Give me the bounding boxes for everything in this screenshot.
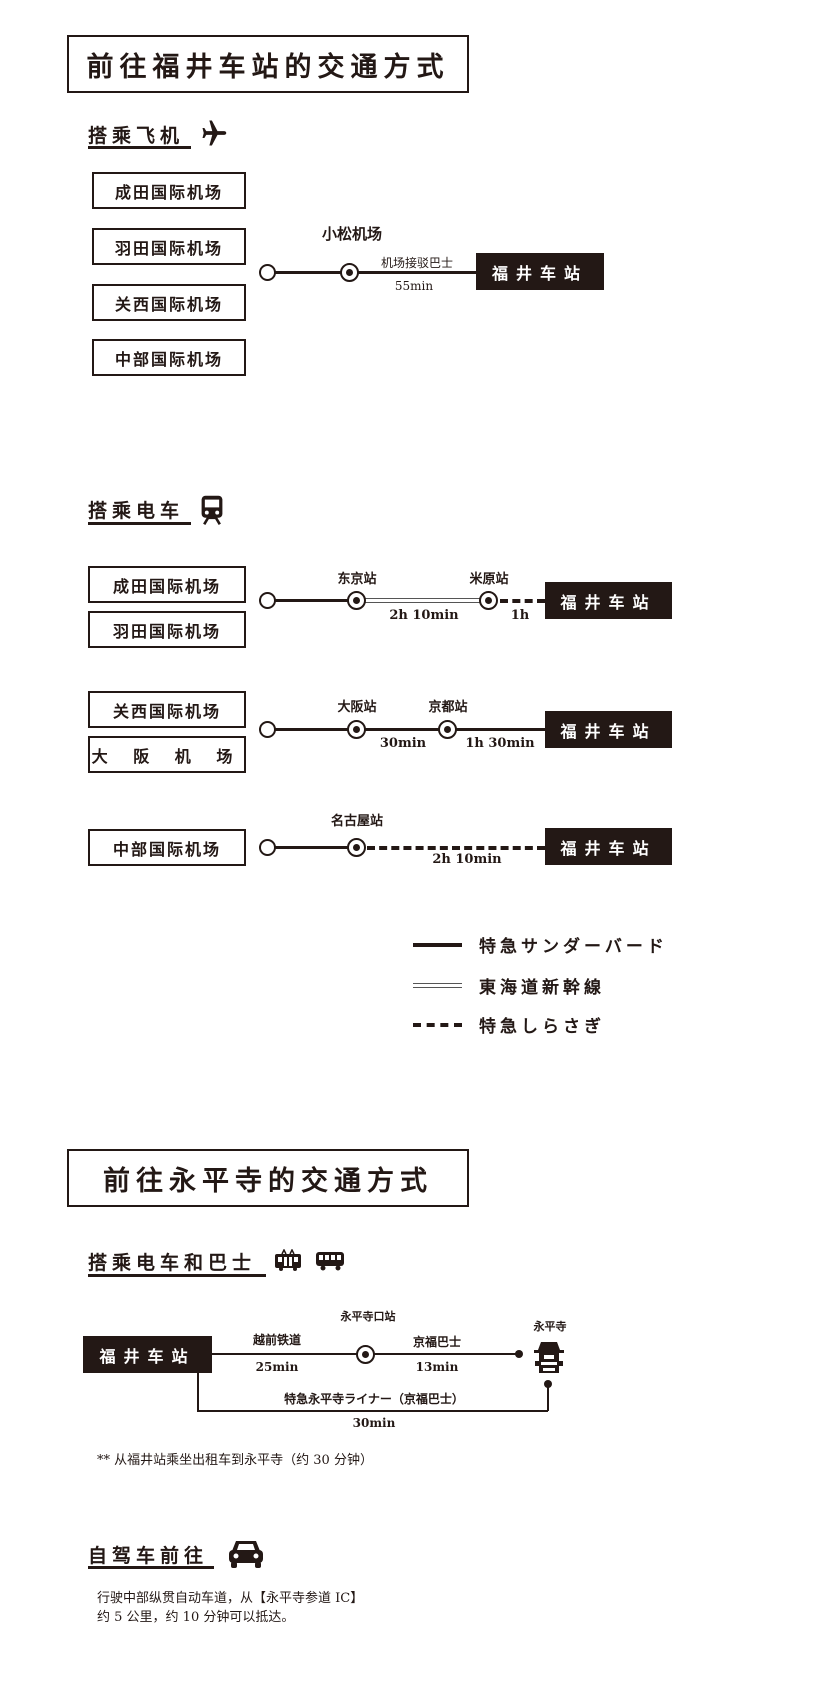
duration-label: 1h [510, 608, 530, 623]
plane-heading: 搭乘飞机 [88, 125, 185, 147]
origin-narita: 成田国际机场 [88, 566, 246, 603]
legend-swatch-shirasagi [413, 1023, 462, 1027]
section-title-fukui: 前往福井车站的交通方式 [67, 35, 469, 93]
legend-label-thunderbird: 特急サンダーバード [479, 937, 668, 957]
thunderbird-line [270, 599, 357, 602]
thunderbird-line [270, 728, 546, 731]
station-marker-komatsu [340, 263, 359, 282]
duration-label: 2h 10min [389, 608, 459, 623]
heading-underline [88, 522, 191, 525]
origin-osaka-airport: 大 阪 机 场 [88, 736, 246, 773]
express-route-vertical [547, 1384, 549, 1411]
car-directions-line: 行驶中部纵贯自动车道，从【永平寺参道 IC】 [97, 1591, 364, 1606]
station-label-osaka: 大阪站 [337, 700, 377, 715]
car-icon [229, 1541, 263, 1568]
destination-fukui-station: 福井车站 [476, 253, 604, 290]
destination-label-eiheiji: 永平寺 [533, 1320, 567, 1333]
airport-kansai: 关西国际机场 [92, 284, 246, 321]
legend-label-shirasagi: 特急しらさぎ [479, 1017, 605, 1037]
station-label-kyoto: 京都站 [428, 700, 468, 715]
station-marker-tokyo [347, 591, 366, 610]
station-marker-kyoto [438, 720, 457, 739]
station-marker-osaka [347, 720, 366, 739]
station-label-tokyo: 东京站 [337, 572, 377, 587]
shinkansen-line [357, 598, 489, 603]
train-heading: 搭乘电车 [88, 500, 185, 522]
station-label-komatsu: 小松机场 [321, 225, 383, 243]
temple-icon [534, 1342, 564, 1373]
destination-fukui-station: 福井车站 [545, 582, 672, 619]
taxi-note: ** 从福井站乘坐出租车到永平寺（约 30 分钟） [97, 1453, 373, 1468]
car-heading: 自驾车前往 [88, 1545, 209, 1567]
heading-underline [88, 1566, 214, 1569]
section-title-eiheiji: 前往永平寺的交通方式 [67, 1149, 469, 1207]
thunderbird-line [270, 846, 357, 849]
station-marker-maibara [479, 591, 498, 610]
legend-swatch-thunderbird [413, 943, 462, 947]
station-label-eiheijiguchi: 永平寺口站 [340, 1310, 396, 1323]
origin-fukui-station: 福井车站 [83, 1336, 212, 1373]
bus-icon [316, 1252, 344, 1271]
tram-icon [275, 1249, 301, 1271]
duration-label: 55min [394, 279, 434, 293]
legend-swatch-shinkansen [413, 983, 462, 988]
origin-marker [259, 592, 276, 609]
leg2-time: 13min [415, 1360, 459, 1374]
destination-fukui-station: 福井车站 [545, 828, 672, 865]
duration-label: 1h 30min [465, 736, 535, 751]
shirasagi-line [367, 846, 545, 850]
airport-haneda: 羽田国际机场 [92, 228, 246, 265]
train-icon [201, 495, 223, 525]
heading-underline [88, 146, 191, 149]
origin-marker [259, 721, 276, 738]
stop-marker [515, 1350, 523, 1358]
car-directions-line: 约 5 公里，约 10 分钟可以抵达。 [97, 1610, 295, 1625]
station-marker-nagoya [347, 838, 366, 857]
destination-fukui-station: 福井车站 [545, 711, 672, 748]
duration-label: 30min [379, 736, 427, 751]
stop-marker [544, 1380, 552, 1388]
legend-label-shinkansen: 東海道新幹線 [479, 978, 605, 998]
leg2-name: 京福巴士 [412, 1335, 462, 1349]
airport-narita: 成田国际机场 [92, 172, 246, 209]
leg1-time: 25min [255, 1360, 299, 1374]
origin-marker [259, 264, 276, 281]
transport-label: 机场接驳巴士 [380, 256, 454, 270]
station-marker-eiheijiguchi [356, 1345, 375, 1364]
origin-chubu: 中部国际机场 [88, 829, 246, 866]
airplane-icon [202, 120, 227, 146]
express-name: 特急永平寺ライナー（京福巴士） [284, 1392, 464, 1406]
express-route-vertical [197, 1373, 199, 1411]
leg1-name: 越前铁道 [252, 1333, 302, 1347]
express-route-line [197, 1410, 548, 1412]
shirasagi-line [500, 599, 545, 603]
airport-chubu: 中部国际机场 [92, 339, 246, 376]
origin-haneda: 羽田国际机场 [88, 611, 246, 648]
route-line [270, 271, 478, 274]
train-bus-heading: 搭乘电车和巴士 [88, 1252, 257, 1274]
station-label-nagoya: 名古屋站 [330, 814, 384, 829]
origin-marker [259, 839, 276, 856]
station-label-maibara: 米原站 [469, 572, 509, 587]
duration-label: 2h 10min [432, 852, 502, 867]
origin-kansai: 关西国际机场 [88, 691, 246, 728]
heading-underline [88, 1274, 266, 1277]
express-time: 30min [352, 1416, 396, 1430]
